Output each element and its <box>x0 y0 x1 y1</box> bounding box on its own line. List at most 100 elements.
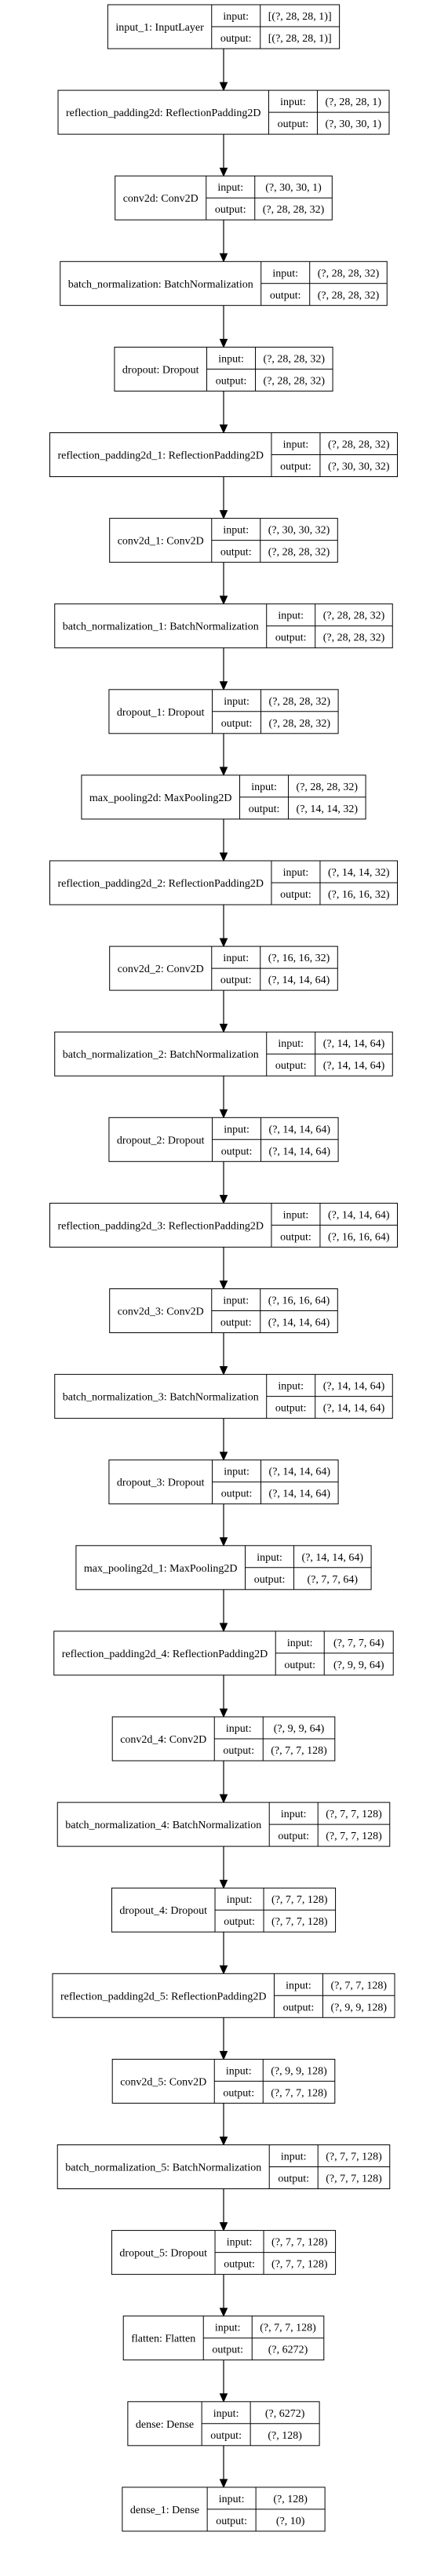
output-shape: (?, 7, 7, 64) <box>308 1574 359 1586</box>
output-label: output: <box>284 1660 315 1671</box>
output-label: output: <box>216 375 247 387</box>
output-label: output: <box>249 803 280 815</box>
output-shape: (?, 14, 14, 64) <box>323 1403 385 1415</box>
input-label: input: <box>218 353 244 365</box>
layer-name: input_1: InputLayer <box>115 22 204 34</box>
output-shape: (?, 28, 28, 32) <box>263 204 325 216</box>
edge-arrow <box>219 2445 228 2489</box>
layer-name: batch_normalization: BatchNormalization <box>68 279 253 290</box>
input-label: input: <box>280 97 306 108</box>
output-label: output: <box>210 2430 242 2442</box>
input-label: input: <box>213 2408 239 2420</box>
edge-arrow <box>219 647 228 691</box>
input-label: input: <box>223 11 249 23</box>
layer-node-reflection-padding2d: reflection_padding2d: ReflectionPadding2… <box>57 89 390 135</box>
layer-node-batch-normalization: batch_normalization: BatchNormalization i… <box>60 261 388 306</box>
layer-name: reflection_padding2d_5: ReflectionPaddin… <box>60 1991 266 2002</box>
edge-arrow <box>219 1076 228 1119</box>
edge-arrow <box>219 1503 228 1547</box>
layer-name: conv2d_3: Conv2D <box>118 1306 204 1318</box>
layer-name: conv2d: Conv2D <box>123 193 199 205</box>
edge-arrow <box>219 1332 228 1375</box>
input-shape: (?, 6272) <box>265 2408 305 2420</box>
input-label: input: <box>226 2065 252 2077</box>
input-shape: (?, 7, 7, 128) <box>271 2237 328 2249</box>
edge-arrow <box>219 905 228 948</box>
layer-node-batch-normalization-3: batch_normalization_3: BatchNormalizatio… <box>54 1374 393 1419</box>
output-shape: (?, 7, 7, 128) <box>271 2087 327 2099</box>
input-shape: (?, 14, 14, 64) <box>328 1209 390 1221</box>
input-shape: (?, 16, 16, 64) <box>268 1295 330 1307</box>
input-shape: (?, 128) <box>273 2494 308 2505</box>
edge-arrow <box>219 2359 228 2403</box>
edge-arrow <box>219 562 228 605</box>
edge-arrow <box>219 220 228 263</box>
input-shape: (?, 14, 14, 32) <box>328 867 390 879</box>
input-label: input: <box>283 439 309 451</box>
output-shape: (?, 30, 30, 32) <box>328 461 390 473</box>
output-shape: (?, 28, 28, 32) <box>264 375 326 387</box>
input-label: input: <box>219 2494 245 2505</box>
input-shape: (?, 9, 9, 128) <box>271 2065 327 2077</box>
input-shape: (?, 16, 16, 32) <box>268 953 330 964</box>
output-label: output: <box>220 1317 252 1329</box>
layer-name: dropout_4: Dropout <box>119 1905 207 1917</box>
output-shape: (?, 7, 7, 128) <box>271 2259 328 2271</box>
input-label: input: <box>226 1723 252 1735</box>
input-label: input: <box>223 953 249 964</box>
layer-name: reflection_padding2d_2: ReflectionPaddin… <box>58 878 264 890</box>
edge-arrow <box>219 134 228 177</box>
layer-name: max_pooling2d: MaxPooling2D <box>89 792 232 804</box>
input-shape: (?, 9, 9, 64) <box>274 1723 325 1735</box>
input-shape: (?, 14, 14, 64) <box>302 1552 364 1564</box>
output-label: output: <box>224 2259 255 2271</box>
layer-name: reflection_padding2d_4: ReflectionPaddin… <box>62 1649 268 1660</box>
edge-arrow <box>219 476 228 519</box>
edge-arrow <box>219 733 228 777</box>
layer-node-reflection-padding2d-4: reflection_padding2d_4: ReflectionPaddin… <box>53 1630 394 1676</box>
output-label: output: <box>220 547 252 559</box>
output-label: output: <box>283 2002 315 2013</box>
input-label: input: <box>272 268 298 279</box>
edge-arrow <box>219 2188 228 2232</box>
input-label: input: <box>251 782 277 793</box>
output-shape: (?, 14, 14, 64) <box>268 1317 330 1329</box>
input-label: input: <box>217 182 243 194</box>
input-label: input: <box>227 1894 253 1906</box>
output-label: output: <box>275 1403 307 1415</box>
input-label: input: <box>223 525 249 537</box>
output-shape: (?, 7, 7, 128) <box>326 1831 382 1842</box>
output-label: output: <box>278 1831 309 1842</box>
layer-node-reflection-padding2d-5: reflection_padding2d_5: ReflectionPaddin… <box>52 1973 395 2018</box>
input-label: input: <box>287 1638 313 1649</box>
output-label: output: <box>221 1488 253 1500</box>
input-shape: (?, 30, 30, 1) <box>265 182 322 194</box>
edge-arrow <box>219 391 228 434</box>
output-shape: (?, 16, 16, 32) <box>328 889 390 901</box>
input-shape: (?, 28, 28, 32) <box>269 696 331 708</box>
edge-arrow <box>219 990 228 1033</box>
layer-name: reflection_padding2d_1: ReflectionPaddin… <box>58 450 264 462</box>
layer-name: dropout_3: Dropout <box>117 1477 205 1489</box>
layer-name: dropout_1: Dropout <box>117 707 205 719</box>
layer-name: conv2d_2: Conv2D <box>118 964 204 975</box>
input-shape: (?, 28, 28, 1) <box>325 97 381 108</box>
edge-arrow <box>219 1589 228 1633</box>
edge-arrow <box>219 2017 228 2060</box>
output-label: output: <box>224 1916 255 1928</box>
edge-arrow <box>219 1161 228 1204</box>
input-label: input: <box>278 610 304 622</box>
layer-name: conv2d_5: Conv2D <box>120 2076 206 2088</box>
output-label: output: <box>216 2516 247 2527</box>
layer-name: dense_1: Dense <box>130 2505 199 2516</box>
layer-node-batch-normalization-1: batch_normalization_1: BatchNormalizatio… <box>54 603 393 649</box>
layer-name: dropout: Dropout <box>122 364 199 376</box>
output-shape: (?, 28, 28, 32) <box>323 632 385 644</box>
